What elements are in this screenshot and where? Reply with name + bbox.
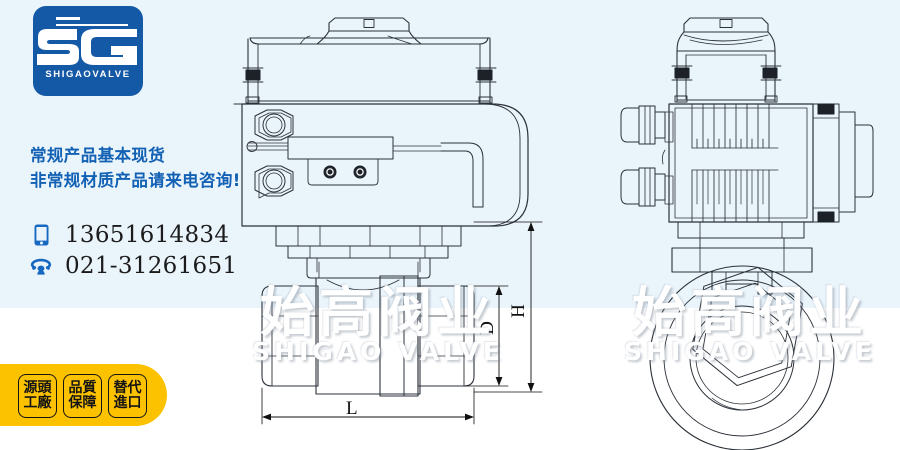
telephone-icon [30, 254, 52, 278]
slogan-block: 常规产品基本现货 非常规材质产品请来电咨询! [30, 143, 280, 193]
company-logo: SHIGAOVALVE [33, 6, 143, 96]
logo-bar-short [56, 17, 80, 20]
badge-chip-3-bottom: 進口 [113, 395, 142, 411]
logo-wordmark: SHIGAOVALVE [45, 69, 131, 80]
landline-phone-number: 021-31261651 [65, 253, 238, 279]
contact-mobile-row[interactable]: 13651614834 [30, 222, 229, 248]
badge-chip-quality: 品質 保障 [63, 374, 102, 418]
dimension-label-D: D [476, 321, 498, 335]
badge-chip-1-top: 源頭 [23, 380, 52, 396]
badge-chip-source-factory: 源頭 工廠 [18, 374, 57, 418]
dimension-label-H: H [507, 304, 529, 318]
badge-chip-1-bottom: 工廠 [23, 395, 52, 411]
badge-chip-import-substitute: 替代 進口 [108, 374, 147, 418]
badge-chip-2-bottom: 保障 [68, 395, 97, 411]
slogan-line-1: 常规产品基本现货 [30, 146, 166, 165]
badge-chip-2-top: 品質 [68, 380, 97, 396]
contact-landline-row[interactable]: 021-31261651 [30, 253, 237, 279]
badge-chip-3-top: 替代 [113, 380, 142, 396]
mobile-phone-icon [30, 223, 52, 247]
logo-bar-long [56, 24, 128, 26]
logo-sg-monogram-icon [37, 29, 137, 65]
slogan-line-2: 非常规材质产品请来电咨询! [30, 171, 241, 190]
dimension-label-L: L [346, 398, 358, 419]
feature-badge: 源頭 工廠 品質 保障 替代 進口 [0, 364, 167, 426]
feature-badge-chips: 源頭 工廠 品質 保障 替代 進口 [18, 374, 147, 418]
mobile-phone-number: 13651614834 [65, 222, 230, 248]
